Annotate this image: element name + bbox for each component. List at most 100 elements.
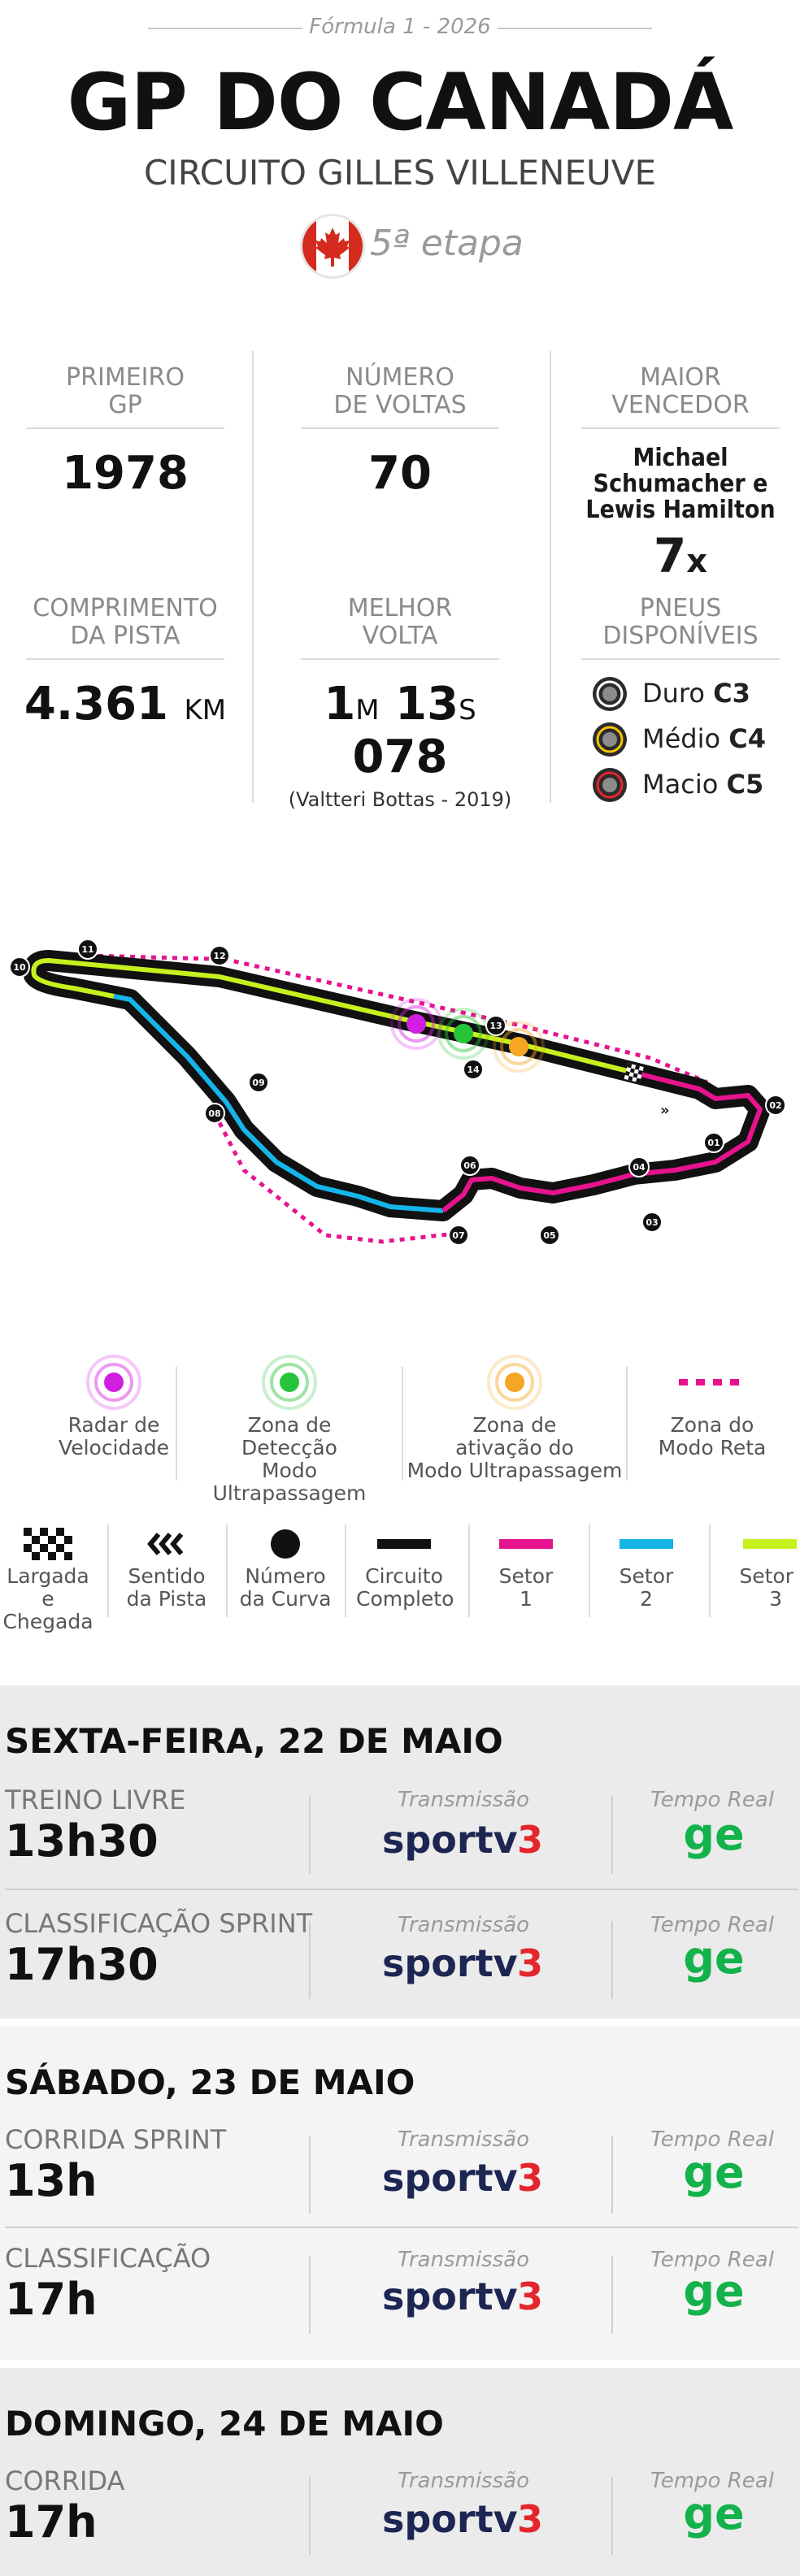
- legend-label: da Pista: [126, 1587, 207, 1611]
- session-time: 17h: [5, 2496, 98, 2548]
- sector-1-line: [441, 1070, 763, 1213]
- legend-divider: [345, 1524, 346, 1617]
- turn-marker: 14: [463, 1059, 484, 1080]
- sector-3-line: [520, 1042, 635, 1075]
- tyre-label: Macio C5: [642, 769, 763, 800]
- ge-logo[interactable]: ge: [681, 2491, 746, 2545]
- sportv-number: 3: [517, 2497, 543, 2541]
- season-label: Fórmula 1 - 2026: [309, 15, 491, 39]
- stat-label: NÚMERO: [346, 363, 454, 392]
- session-name: CORRIDA: [5, 2465, 125, 2496]
- turn-number: 09: [252, 1078, 264, 1088]
- turn-marker: 10: [9, 956, 30, 978]
- straight-zone-dots: [212, 1112, 456, 1244]
- legend-label: 2: [640, 1587, 653, 1611]
- legend-label: Chegada: [2, 1610, 93, 1633]
- session-name: CLASSIFICAÇÃO SPRINT: [5, 1908, 313, 1939]
- legend-label: Largada e: [7, 1564, 89, 1611]
- tyre-medium: Médio C4: [592, 720, 787, 759]
- tyre-code: C3: [713, 678, 750, 709]
- legend-label: 1: [520, 1587, 533, 1611]
- turn-marker: 02: [765, 1095, 786, 1116]
- sportv-number: 3: [517, 1818, 543, 1862]
- legend-label: Modo Reta: [658, 1436, 767, 1459]
- stat-label: MAIOR: [640, 363, 721, 392]
- stat-value: 4.361 KM: [3, 678, 247, 731]
- legend-full-circuit: Circuito Completo: [356, 1524, 454, 1611]
- best-lap-min-unit: M: [355, 694, 380, 726]
- legend-label: Número: [245, 1564, 326, 1588]
- tyre-icon: [593, 677, 627, 711]
- legend-divider: [626, 1367, 628, 1481]
- season-line-left: [148, 28, 302, 29]
- winner-name: Michael: [633, 444, 728, 472]
- stat-rule: [301, 658, 499, 660]
- detection-zone-icon: [262, 1355, 317, 1410]
- session-time: 17h: [5, 2274, 98, 2325]
- tyre-label: Duro C3: [642, 678, 750, 709]
- turn-number: 06: [463, 1160, 476, 1171]
- tyre-name: Médio: [642, 723, 721, 754]
- canada-flag-icon: [302, 216, 363, 276]
- day-block-sunday: DOMINGO, 24 DE MAIO CORRIDA 17h Transmis…: [0, 2368, 800, 2576]
- turn-marker: 06: [459, 1155, 480, 1176]
- best-lap-sec-unit: S: [459, 694, 476, 726]
- ge-logo[interactable]: ge: [681, 2269, 746, 2322]
- day-block-friday: SEXTA-FEIRA, 22 DE MAIO TREINO LIVRE 13h…: [0, 1685, 800, 2019]
- ge-logo[interactable]: ge: [681, 2150, 746, 2204]
- day-title: DOMINGO, 24 DE MAIO: [5, 2404, 444, 2444]
- legend-label: Zona de: [247, 1413, 332, 1437]
- tyre-name: Macio: [642, 769, 719, 800]
- stat-label: DISPONÍVEIS: [602, 622, 759, 650]
- ge-text: ge: [683, 2269, 744, 2317]
- ge-logo[interactable]: ge: [681, 1812, 746, 1866]
- stage-row: 5ª etapa: [0, 213, 800, 278]
- stat-rule: [581, 427, 780, 429]
- turn-marker: 04: [628, 1156, 650, 1177]
- straight-zone-icon: [679, 1379, 746, 1386]
- legend-label: Zona do: [670, 1413, 754, 1437]
- stats-divider-1: [252, 351, 254, 803]
- best-lap-ms: 078: [352, 731, 448, 783]
- session-divider: [611, 1796, 613, 1874]
- legend-divider: [589, 1524, 590, 1617]
- start-finish-icon: [624, 1063, 644, 1083]
- day-block-saturday: SÁBADO, 23 DE MAIO CORRIDA SPRINT 13h Tr…: [0, 2027, 800, 2360]
- legend-label: 3: [769, 1587, 782, 1611]
- stat-rule: [581, 658, 780, 660]
- session-separator: [5, 2227, 798, 2228]
- legend-label: Modo Ultrapassagem: [212, 1459, 367, 1505]
- legend-divider: [468, 1524, 470, 1617]
- legend-label: Radar de: [67, 1413, 160, 1437]
- tyre-label: Médio C4: [642, 723, 766, 754]
- session-divider: [309, 2477, 311, 2555]
- stat-label: DE VOLTAS: [333, 391, 467, 419]
- turn-number: 07: [452, 1230, 464, 1241]
- ge-logo[interactable]: ge: [681, 1936, 746, 1989]
- straight-zone-dots: [223, 956, 708, 1085]
- realtime-label: Tempo Real: [650, 2127, 774, 2152]
- turn-number: 02: [769, 1100, 781, 1111]
- turn-marker: 11: [77, 939, 98, 960]
- season-row: Fórmula 1 - 2026: [0, 11, 800, 44]
- legend-label: Velocidade: [59, 1436, 169, 1459]
- turn-number: 11: [81, 944, 93, 955]
- season-line-right: [498, 28, 652, 29]
- stat-laps: NÚMERO DE VOLTAS 70: [278, 364, 522, 500]
- day-title: SEXTA-FEIRA, 22 DE MAIO: [5, 1721, 503, 1761]
- sportv-number: 3: [517, 2156, 543, 2200]
- tyre-code: C4: [728, 723, 766, 754]
- sportv-text: sportv: [382, 2275, 518, 2318]
- legend-direction: Sentido da Pista: [119, 1524, 215, 1611]
- sportv-text: sportv: [382, 2156, 518, 2200]
- session-time: 17h30: [5, 1939, 159, 1990]
- turn-dot-icon: [237, 1524, 333, 1565]
- best-lap-sec: 13: [395, 678, 459, 731]
- winner-name: Schumacher e: [593, 470, 768, 498]
- tyre-name: Duro: [642, 678, 705, 709]
